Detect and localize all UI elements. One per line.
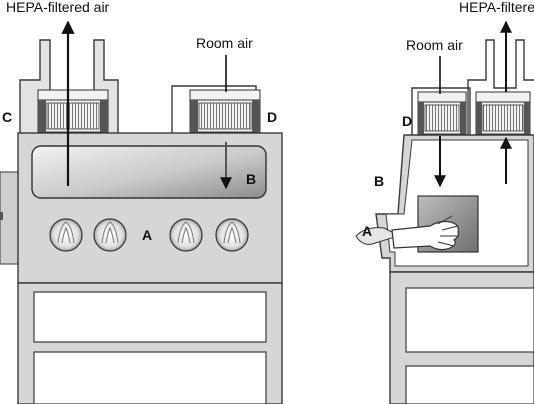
glove-ports [49,218,249,252]
glove-port [93,218,127,252]
side-intake-hood [411,87,471,135]
viewing-window [31,145,267,199]
label-room-air-right: Room air [406,37,463,53]
label-c: C [2,109,12,125]
label-b-left: B [246,171,256,187]
label-hepa-filtered-right: HEPA-filtered [459,0,534,15]
side-hepa-filter-exhaust [475,91,531,135]
label-d-right: D [402,113,412,129]
side-view-cabinet [355,20,534,404]
label-b-right: B [374,173,384,189]
label-d-left: D [267,109,277,125]
label-room-air-left: Room air [196,35,253,51]
glove-port [49,218,83,252]
gloved-arm [355,215,460,251]
side-box-mark [0,212,3,220]
side-hepa-filter-d [417,91,467,135]
label-hepa-filtered-air-left: HEPA-filtered air [6,0,110,15]
glove-port [215,218,249,252]
label-a-right: A [362,223,372,239]
side-stand-opening-upper [405,287,534,353]
side-stand-opening-lower [405,365,534,404]
hepa-filter-c [37,89,109,133]
hepa-filter-d [189,89,261,133]
front-view-cabinet [0,20,283,404]
label-a-left: A [142,227,152,243]
glove-port [169,218,203,252]
stand-opening-lower [33,351,267,404]
stand-opening-upper [33,291,267,343]
side-exhaust-duct [467,39,534,135]
